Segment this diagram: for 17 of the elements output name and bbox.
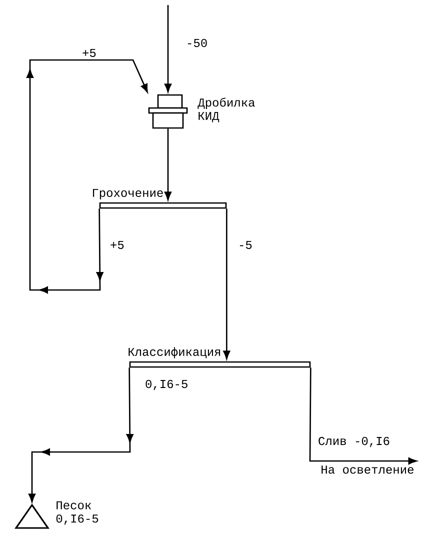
arrow [26,59,148,294]
arrow [309,368,417,464]
edge-label: 0,I6-5 [144,378,190,392]
node-label: Дробилка КИД [198,98,255,122]
node-label: Классификация [128,347,220,358]
node-label: Грохочение [92,188,163,200]
arrow [164,128,172,200]
node-label: Песок 0,I6-5 [56,501,98,525]
edge-label: -50 [184,38,209,48]
edge-label: -5 [236,240,254,250]
flow-label: На осветление [322,466,414,474]
edge-label: Слив -0,I6 [316,436,392,448]
arrow [164,5,172,92]
edge-label: +5 [80,48,98,58]
arrow [223,208,230,360]
flow-label: +5 [110,241,124,250]
arrow [28,368,134,502]
